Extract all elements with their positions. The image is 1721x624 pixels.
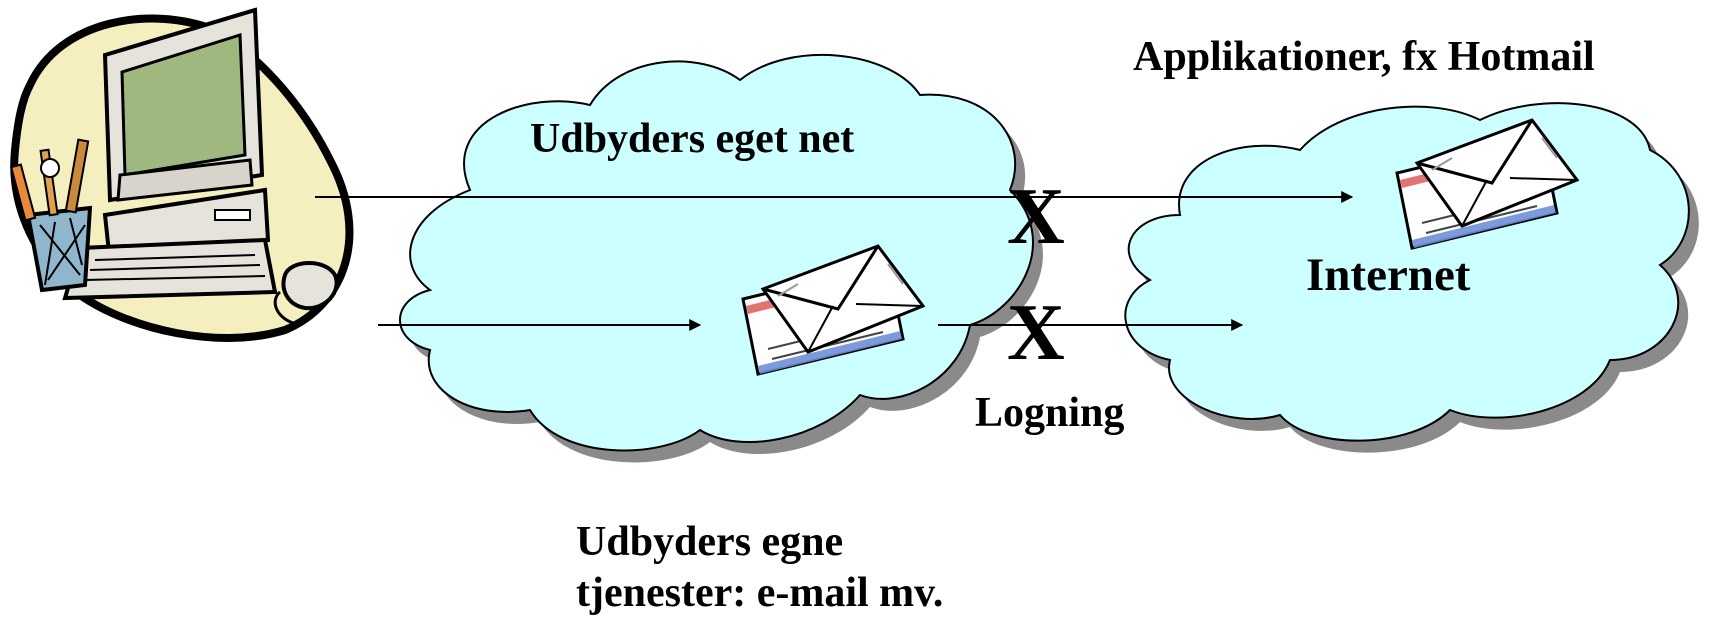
applications-label: Applikationer, fx Hotmail [1133,34,1595,80]
provider-network-label: Udbyders eget net [530,116,855,162]
mouse-icon [281,261,339,311]
internet-label: Internet [1306,249,1471,301]
blocked-mark-top: X [1007,173,1065,261]
provider-network-cloud [399,54,1043,463]
provider-services-label: Udbyders egne tjenester: e-mail mv. [576,517,943,619]
provider-network-cloud-body [399,54,1034,452]
provider-services-line1: Udbyders egne [576,519,844,565]
blocked-mark-bottom: X [1007,289,1065,377]
logging-label: Logning [975,390,1125,436]
computer-icon [9,7,354,342]
provider-services-line2: tjenester: e-mail mv. [576,570,944,616]
monitor-screen [120,32,247,177]
